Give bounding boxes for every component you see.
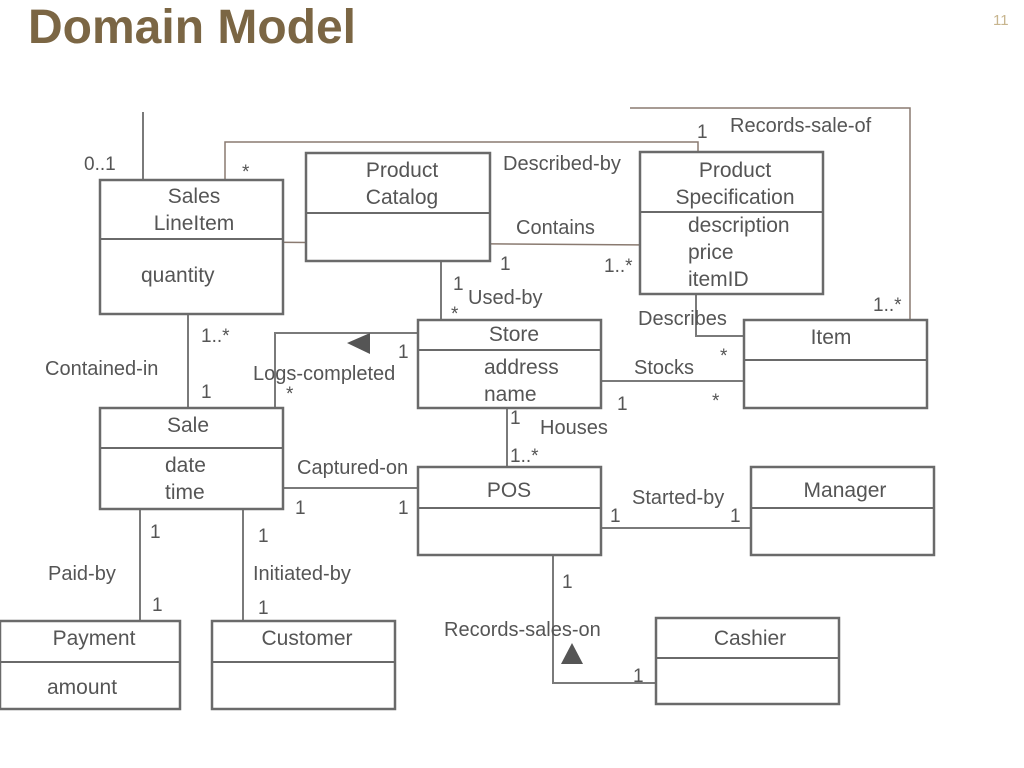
multiplicities: 0..1 * 1 1..* 1 1..* 1 * 1..* 1 1 * * 1 … (84, 122, 902, 687)
multiplicity: 1 (150, 522, 161, 543)
multiplicity: 1 (610, 506, 621, 527)
multiplicity: 1 (510, 408, 521, 429)
class-name: Payment (53, 627, 136, 650)
label-stocks: Stocks (634, 357, 694, 379)
class-name: Sales (168, 185, 221, 208)
multiplicity: 1..* (510, 446, 539, 467)
multiplicity: 1 (258, 598, 269, 619)
class-name: Customer (261, 627, 352, 650)
label-captured-on: Captured-on (297, 457, 408, 479)
class-name: POS (487, 479, 531, 502)
class-pos: POS (416, 465, 603, 557)
slide-number: 11 (993, 12, 1009, 29)
class-name: Manager (804, 479, 887, 502)
label-described-by: Described-by (503, 153, 621, 175)
association-lines (139, 107, 911, 684)
line-describes (695, 294, 744, 337)
label-describes: Describes (638, 308, 727, 330)
label-started-by: Started-by (632, 487, 724, 509)
class-sale: Sale date time (98, 406, 285, 511)
class-name: Specification (675, 186, 794, 209)
arrow-left-icon (347, 333, 370, 354)
class-customer: Customer (210, 619, 397, 711)
class-item: Item (742, 318, 929, 410)
class-manager: Manager (749, 465, 936, 557)
multiplicity: * (286, 384, 294, 405)
multiplicity: 1 (617, 394, 628, 415)
label-records-sales-on: Records-sales-on (444, 619, 601, 641)
class-name: Item (811, 326, 852, 349)
class-attribute: price (688, 241, 734, 264)
class-name: Catalog (366, 186, 438, 209)
label-used-by: Used-by (468, 287, 542, 309)
multiplicity: 1 (633, 666, 644, 687)
multiplicity: 1..* (604, 256, 633, 277)
multiplicity: 1..* (201, 326, 230, 347)
class-cashier: Cashier (654, 616, 841, 706)
line-records-top (224, 141, 699, 180)
multiplicity: 1 (152, 595, 163, 616)
class-attribute: amount (47, 676, 117, 699)
label-initiated-by: Initiated-by (253, 563, 351, 585)
association-labels: Records-sale-of Described-by Contains Us… (45, 115, 872, 641)
class-name: Store (489, 323, 539, 346)
class-store: Store address name (416, 318, 603, 410)
class-attribute: quantity (141, 264, 215, 287)
class-sales-line-item: Sales LineItem quantity (98, 178, 285, 316)
multiplicity: 1 (398, 498, 409, 519)
class-attribute: itemID (688, 268, 749, 291)
class-attribute: description (688, 214, 790, 237)
label-records-sale-of: Records-sale-of (730, 115, 872, 137)
class-attribute: name (484, 383, 537, 406)
class-payment: Payment amount (0, 619, 182, 711)
slide-title: Domain Model (28, 1, 357, 54)
label-contains: Contains (516, 217, 595, 239)
class-attribute: time (165, 481, 205, 504)
multiplicity: * (451, 304, 459, 325)
line-records-sale-of (630, 107, 911, 320)
multiplicity: 1..* (873, 295, 902, 316)
multiplicity: 1 (500, 254, 511, 275)
class-name: Cashier (714, 627, 786, 650)
multiplicity: 0..1 (84, 154, 116, 175)
multiplicity: * (712, 391, 720, 412)
class-name: Product (366, 159, 439, 182)
multiplicity: 1 (730, 506, 741, 527)
class-name: Sale (167, 414, 209, 437)
class-product-specification: Product Specification description price … (638, 150, 825, 296)
multiplicity: * (242, 162, 250, 183)
multiplicity: 1 (295, 498, 306, 519)
multiplicity: * (720, 346, 728, 367)
multiplicity: 1 (201, 382, 212, 403)
class-name: Product (699, 159, 772, 182)
class-product-catalog: Product Catalog (304, 151, 492, 263)
label-logs-completed: Logs-completed (253, 363, 395, 385)
arrow-up-icon (561, 643, 583, 664)
label-houses: Houses (540, 417, 608, 439)
class-attribute: date (165, 454, 206, 477)
multiplicity: 1 (453, 274, 464, 295)
label-paid-by: Paid-by (48, 563, 116, 585)
class-name: LineItem (154, 212, 235, 235)
multiplicity: 1 (398, 342, 409, 363)
multiplicity: 1 (562, 572, 573, 593)
line-logs-completed (274, 332, 418, 408)
line-records-sales-on (552, 555, 656, 684)
multiplicity: 1 (258, 526, 269, 547)
multiplicity: 1 (697, 122, 708, 143)
class-attribute: address (484, 356, 559, 379)
label-contained-in: Contained-in (45, 358, 158, 380)
